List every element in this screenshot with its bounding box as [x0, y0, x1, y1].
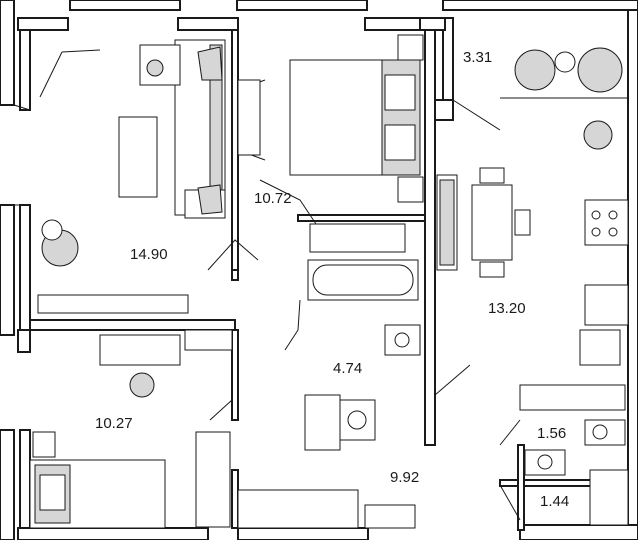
living-room-furniture — [37, 39, 266, 314]
room-area-toilet: 1.56 — [537, 425, 566, 442]
balcony-furniture — [452, 47, 628, 131]
room-area-balcony: 3.31 — [463, 49, 492, 66]
room-area-bedroom-2: 10.27 — [95, 415, 133, 432]
kitchen-furniture — [434, 120, 629, 411]
room-area-living: 14.90 — [130, 246, 168, 263]
room-labels: 14.90 10.72 3.31 13.20 4.74 10.27 9.92 1… — [95, 49, 569, 510]
room-area-hallway: 9.92 — [390, 469, 419, 486]
bathroom-furniture — [284, 223, 421, 451]
bedroom-2-furniture — [29, 329, 233, 529]
room-area-bedroom-1: 10.72 — [254, 190, 292, 207]
room-area-bathroom: 4.74 — [333, 360, 362, 377]
room-area-storage: 1.44 — [540, 493, 569, 510]
room-area-kitchen: 13.20 — [488, 300, 526, 317]
interior-walls — [29, 17, 629, 531]
bedroom-1-furniture — [237, 34, 424, 231]
hallway-furniture — [207, 239, 416, 529]
toilet-furniture — [499, 419, 629, 526]
